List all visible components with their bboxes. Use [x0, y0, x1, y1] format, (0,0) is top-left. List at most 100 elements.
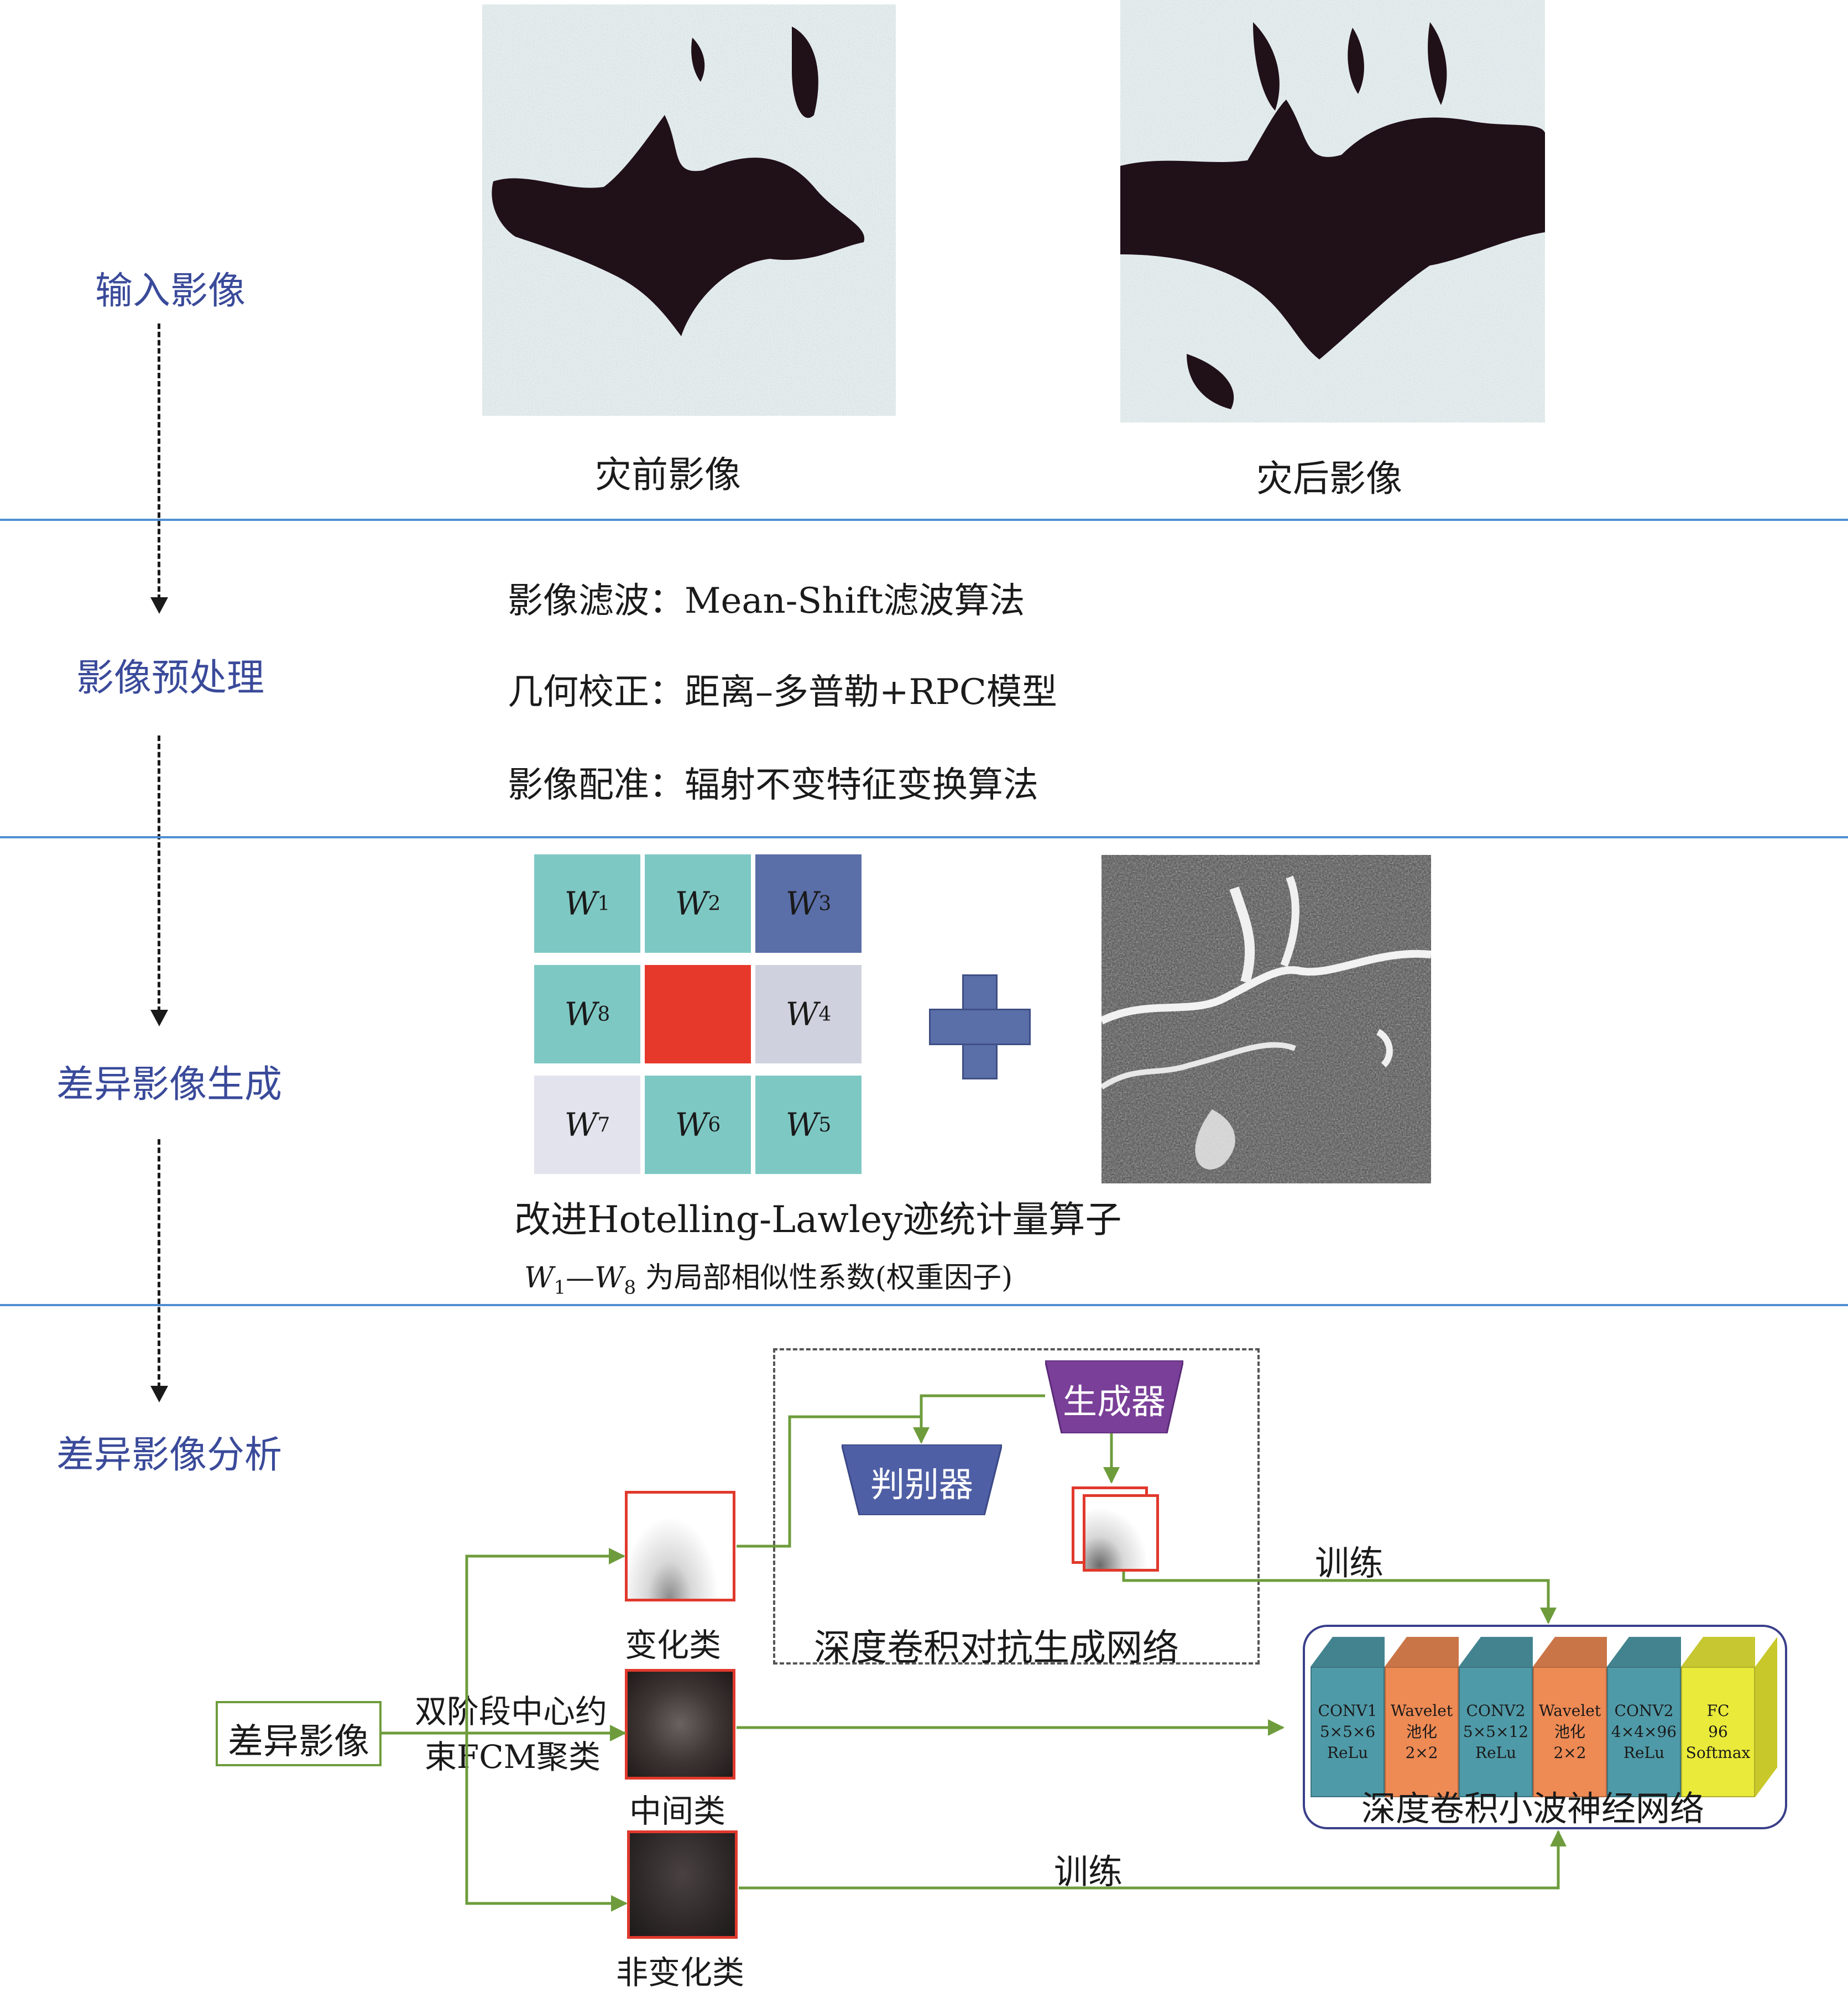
network-block-line: 2×2	[1405, 1744, 1438, 1762]
difference-image-box-label: 差异影像	[228, 1721, 369, 1762]
network-block-line: CONV2	[1466, 1702, 1526, 1720]
post-disaster-image	[1120, 0, 1545, 422]
weight-caption: W1—W8 为局部相似性系数(权重因子)	[524, 1254, 1012, 1298]
divider-1	[0, 519, 1848, 521]
caption-sub8: 8	[624, 1276, 636, 1299]
caption-dash: —	[566, 1261, 595, 1295]
pre-disaster-label: 灾前影像	[595, 453, 741, 496]
network-block: Wavelet 池化 2×2	[1385, 1667, 1459, 1797]
network-block-side	[1755, 1637, 1777, 1797]
flow-dash-1	[158, 324, 160, 600]
weight-symbol: W	[564, 1106, 598, 1144]
wavelet-network-box	[1303, 1625, 1787, 1829]
generator-node: 生成器	[1045, 1360, 1183, 1433]
network-block-line: CONV1	[1318, 1702, 1377, 1720]
stage-preprocess-label: 影像预处理	[76, 656, 265, 700]
network-block-line: 5×5×6	[1319, 1723, 1376, 1741]
flow-arrowhead-2	[150, 1010, 168, 1026]
fcm-label-line2: 束FCM聚类	[425, 1738, 601, 1776]
post-disaster-label: 灾后影像	[1256, 457, 1402, 500]
stage-diff-analysis-label: 差异影像分析	[56, 1433, 283, 1477]
difference-image	[1102, 855, 1431, 1183]
discriminator-label: 判别器	[870, 1464, 973, 1505]
flow-dash-3	[158, 1139, 160, 1388]
network-block-line: CONV2	[1614, 1702, 1674, 1720]
weight-subscript: 1	[597, 892, 610, 915]
network-block-line: 2×2	[1553, 1744, 1586, 1762]
pre-disaster-image	[482, 4, 896, 416]
middle-class-label: 中间类	[629, 1792, 726, 1830]
weight-symbol: W	[785, 995, 819, 1033]
network-block-line: 5×5×12	[1463, 1723, 1529, 1741]
preprocess-step-geometric: 几何校正：距离–多普勒+RPC模型	[508, 672, 1057, 713]
weight-subscript: 4	[818, 1003, 832, 1026]
train-bottom-label: 训练	[1054, 1851, 1123, 1892]
network-block-line: FC	[1706, 1702, 1730, 1720]
gan-dashed-box	[773, 1348, 1260, 1665]
network-block-line: Wavelet	[1538, 1702, 1601, 1720]
unchanged-class-patch	[627, 1830, 738, 1939]
network-block-line: 池化	[1406, 1723, 1437, 1741]
network-block-line: ReLu	[1623, 1744, 1665, 1762]
divider-3	[0, 1304, 1848, 1306]
difference-image-box: 差异影像	[216, 1701, 382, 1766]
network-label: 深度卷积小波神经网络	[1361, 1788, 1705, 1829]
preprocess-step-registration: 影像配准：辐射不变特征变换算法	[508, 765, 1038, 806]
discriminator-node: 判别器	[842, 1444, 1002, 1515]
network-block: Wavelet 池化 2×2	[1533, 1667, 1607, 1797]
weight-subscript: 7	[597, 1113, 610, 1136]
weight-symbol: W	[675, 885, 708, 922]
weight-subscript: 6	[708, 1113, 721, 1136]
weight-symbol: W	[785, 885, 819, 922]
weight-symbol: W	[564, 885, 598, 922]
weight-subscript: 5	[818, 1113, 832, 1136]
stage-diff-gen-label: 差异影像生成	[56, 1063, 283, 1107]
network-block-line: 4×4×96	[1611, 1723, 1677, 1741]
stage-input-label: 输入影像	[95, 269, 246, 313]
weight-cell	[645, 965, 751, 1063]
preprocess-step-filter: 影像滤波：Mean-Shift滤波算法	[508, 581, 1025, 622]
generator-label: 生成器	[1062, 1381, 1166, 1422]
caption-sub1: 1	[554, 1276, 566, 1299]
network-block-line: ReLu	[1475, 1744, 1517, 1762]
flow-arrowhead-1	[150, 597, 168, 614]
plus-icon	[929, 974, 1031, 1079]
caption-text: 为局部相似性系数(权重因子)	[636, 1261, 1013, 1295]
network-block-line: Wavelet	[1390, 1702, 1453, 1720]
train-top-label: 训练	[1315, 1543, 1384, 1583]
changed-class-label: 变化类	[625, 1626, 722, 1664]
generated-sample-front	[1083, 1494, 1159, 1572]
middle-class-patch	[625, 1669, 735, 1780]
flow-arrowhead-3	[150, 1386, 168, 1402]
network-block-line: ReLu	[1327, 1744, 1369, 1762]
changed-class-patch	[625, 1491, 735, 1601]
flow-dash-2	[158, 735, 160, 1012]
network-block-line: Softmax	[1685, 1744, 1751, 1762]
caption-w1: W	[524, 1261, 554, 1295]
weight-subscript: 2	[708, 892, 721, 915]
network-block-line: 池化	[1554, 1723, 1585, 1741]
divider-2	[0, 836, 1848, 838]
weight-subscript: 3	[818, 892, 832, 915]
gan-label: 深度卷积对抗生成网络	[814, 1626, 1179, 1669]
operator-label: 改进Hotelling-Lawley迹统计量算子	[514, 1198, 1122, 1241]
fcm-label-line1: 双阶段中心约	[415, 1693, 608, 1730]
unchanged-class-label: 非变化类	[616, 1954, 745, 1991]
network-block-line: 96	[1708, 1723, 1728, 1741]
weight-symbol: W	[675, 1106, 708, 1144]
